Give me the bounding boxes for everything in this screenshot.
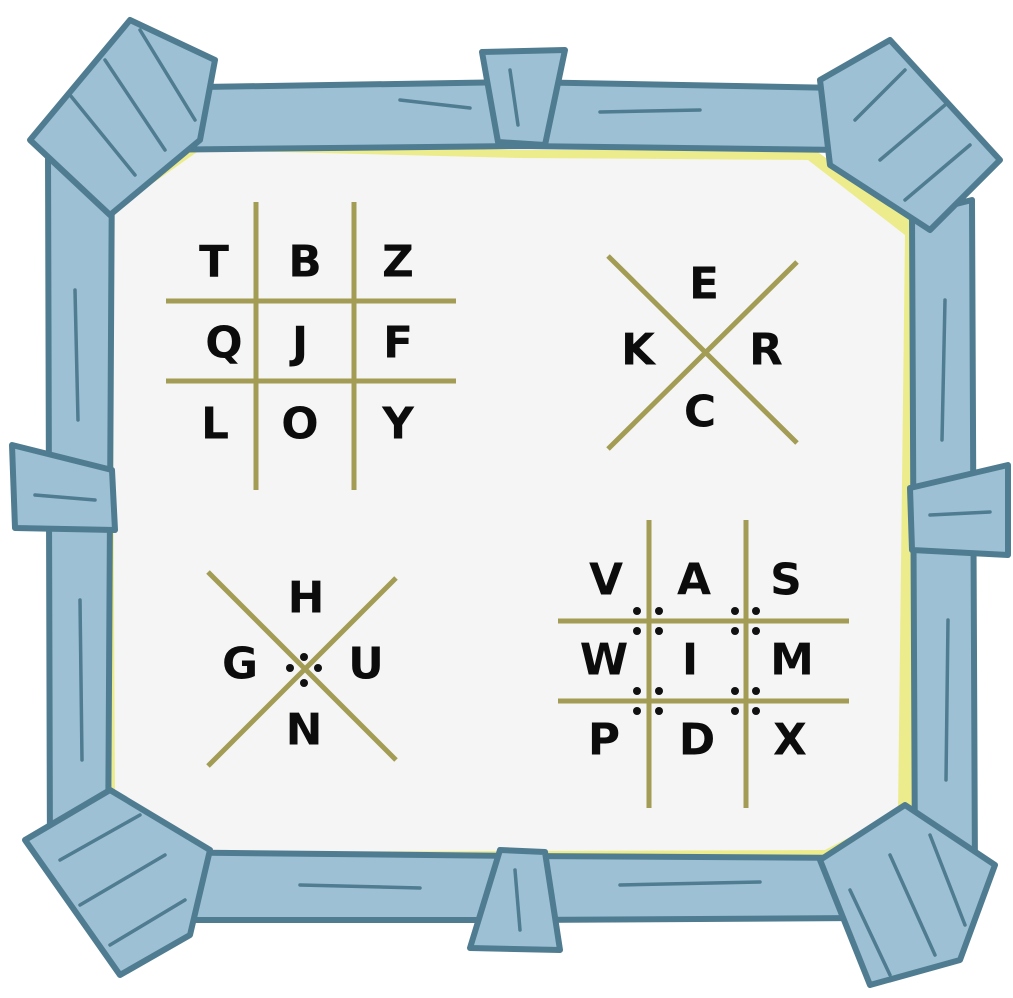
plank-mark — [80, 600, 82, 760]
cipher-dot — [633, 607, 641, 615]
cipher-letter: T — [199, 237, 229, 288]
cipher-letter: K — [621, 325, 657, 376]
cipher-dot — [731, 627, 739, 635]
cipher-dot — [655, 687, 663, 695]
cipher-letter: W — [580, 635, 629, 686]
cipher-letter: N — [286, 705, 323, 756]
cipher-dot — [300, 679, 308, 687]
cipher-letter: A — [677, 555, 711, 606]
cipher-dot — [731, 607, 739, 615]
cipher-dot — [752, 627, 760, 635]
plank-mark — [600, 110, 700, 112]
cipher-dot — [286, 664, 294, 672]
cipher-dot — [655, 607, 663, 615]
cipher-dot — [752, 707, 760, 715]
cipher-letter: G — [222, 639, 258, 690]
cipher-letter: P — [588, 715, 620, 766]
cipher-letter: X — [773, 715, 807, 766]
cipher-letter: E — [689, 259, 719, 310]
cipher-dot — [300, 653, 308, 661]
cipher-dot — [655, 627, 663, 635]
cipher-dot — [731, 687, 739, 695]
cipher-letter: C — [684, 387, 716, 438]
cipher-letter: U — [348, 639, 384, 690]
cipher-dot — [314, 664, 322, 672]
cipher-letter: B — [288, 237, 322, 288]
cipher-dot — [633, 627, 641, 635]
cipher-dot — [731, 707, 739, 715]
plank-mark — [946, 620, 948, 780]
cipher-letter: Y — [381, 399, 415, 450]
cipher-letter: J — [289, 318, 308, 369]
cipher-dot — [752, 607, 760, 615]
cipher-letter: H — [288, 573, 325, 624]
cipher-letter: Z — [382, 237, 414, 288]
cipher-dot — [752, 687, 760, 695]
cipher-letter: I — [682, 635, 698, 686]
cipher-letter: D — [679, 715, 716, 766]
cipher-letter: O — [281, 399, 318, 450]
cipher-letter: R — [749, 325, 783, 376]
cipher-dot — [633, 687, 641, 695]
cipher-letter: L — [201, 399, 229, 450]
cipher-letter: F — [383, 318, 413, 369]
cipher-dot — [655, 707, 663, 715]
cipher-letter: S — [770, 555, 802, 606]
cipher-letter: M — [770, 635, 814, 686]
cipher-letter: Q — [205, 318, 242, 369]
cipher-letter: V — [589, 555, 623, 606]
cipher-dot — [633, 707, 641, 715]
